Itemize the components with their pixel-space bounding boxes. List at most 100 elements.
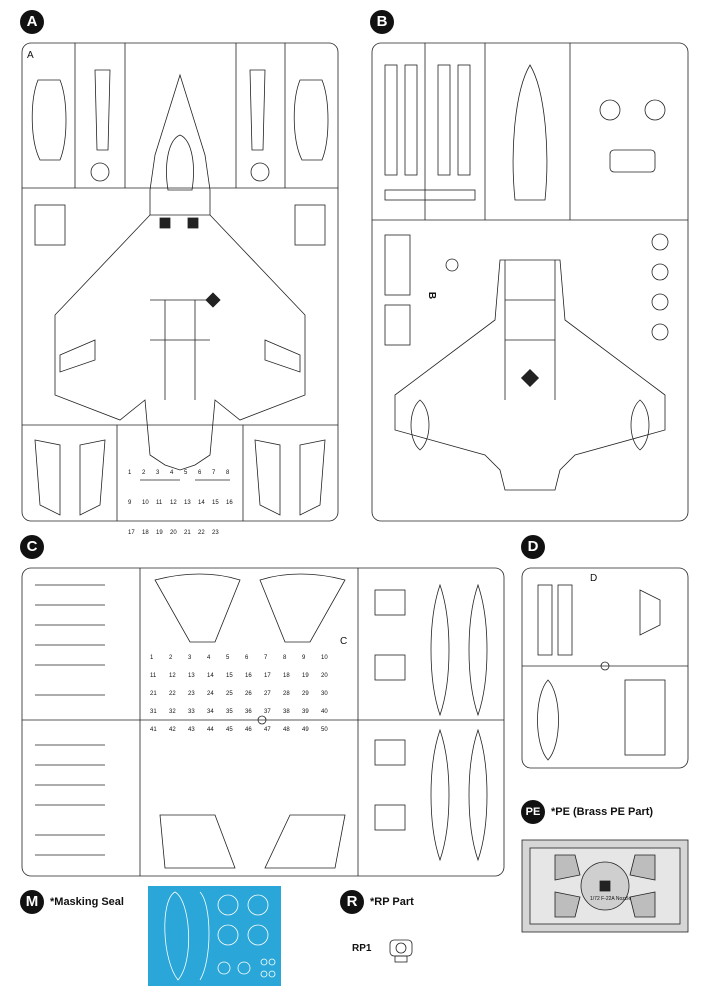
part-number-label: 5	[226, 655, 230, 661]
part-number-label: 17	[128, 530, 135, 536]
part-number-label: 14	[198, 500, 205, 506]
part-number-label: 13	[188, 673, 195, 679]
part-number-label: 10	[142, 500, 149, 506]
pe-caption: *PE (Brass PE Part)	[551, 806, 654, 818]
wing-tip-part	[159, 814, 236, 869]
bay-door-part	[384, 304, 411, 346]
part-number-label: 37	[264, 709, 271, 715]
part-number-label: 50	[321, 727, 328, 733]
diamond-marker	[205, 292, 221, 308]
part-number-label: 20	[321, 673, 328, 679]
pe-badge: PE	[521, 800, 545, 824]
part-number-label: 4	[207, 655, 211, 661]
wheel-part	[651, 233, 669, 251]
part-number-label: 17	[264, 673, 271, 679]
cockpit-tub-part	[609, 149, 656, 173]
part-number-label: 47	[264, 727, 271, 733]
ladder-part	[384, 189, 476, 201]
rp-caption: *RP Part	[370, 896, 414, 908]
canopy-frame-part	[166, 134, 194, 191]
intake-block-part	[159, 217, 171, 229]
part-number-label: 26	[245, 691, 252, 697]
part-number-label: 14	[207, 673, 214, 679]
tail-fin-part	[299, 439, 326, 516]
fan-face-part	[250, 162, 270, 182]
wheel-part	[445, 258, 459, 272]
part-number-label: 40	[321, 709, 328, 715]
intake-duct-part	[293, 79, 329, 161]
rp1-part	[389, 939, 413, 963]
rp-badge: R	[340, 890, 364, 914]
part-number-label: 29	[302, 691, 309, 697]
part-number-label: 23	[188, 691, 195, 697]
part-number-label: 35	[226, 709, 233, 715]
part-number-label: 15	[212, 500, 219, 506]
part-number-label: 15	[226, 673, 233, 679]
part-number-label: 27	[264, 691, 271, 697]
masking-sheet	[148, 886, 281, 986]
intake-duct-part	[31, 79, 67, 161]
pe-fret-label: 1/72 F-22A Nozzle	[590, 896, 632, 902]
part-number-label: 6	[198, 470, 202, 476]
missile-rack	[35, 584, 105, 856]
part-number-label: 9	[128, 500, 132, 506]
pylon-part	[249, 69, 266, 151]
part-number-label: 28	[283, 691, 290, 697]
part-number-label: 48	[283, 727, 290, 733]
sprue-c-badge: C	[20, 535, 44, 559]
hatch-part	[639, 589, 661, 636]
part-number-label: 18	[142, 530, 149, 536]
part-number-label: 46	[245, 727, 252, 733]
sprue-d-frame-tag: D	[590, 573, 598, 584]
part-number-label: 22	[169, 691, 176, 697]
pylon-part	[374, 589, 406, 616]
upper-fuselage-part	[54, 73, 306, 471]
part-number-label: 8	[226, 470, 230, 476]
part-number-label: 2	[142, 470, 146, 476]
part-number-label: 49	[302, 727, 309, 733]
wheel-part	[651, 323, 669, 341]
part-number-label: 36	[245, 709, 252, 715]
sprue-a-badge: A	[20, 10, 44, 34]
tail-fin-part	[254, 439, 281, 516]
rail-part	[537, 584, 553, 656]
part-number-label: 13	[184, 500, 191, 506]
part-number-label: 31	[150, 709, 157, 715]
sprue-b	[371, 42, 689, 522]
sprue-a-frame-tag: A	[27, 50, 34, 61]
part-number-label: 24	[207, 691, 214, 697]
fuel-tank-part	[630, 399, 650, 451]
part-number-label: 33	[188, 709, 195, 715]
fuel-tank-part	[410, 399, 430, 451]
tail-fin-part	[79, 439, 106, 516]
part-number-label: 8	[283, 655, 287, 661]
sprue-a	[21, 42, 339, 522]
pylon-part	[374, 739, 406, 766]
canopy-part	[537, 679, 559, 761]
part-number-label: 41	[150, 727, 157, 733]
wing-tip-part	[264, 814, 346, 869]
part-number-label: 2	[169, 655, 173, 661]
drop-tank-part	[468, 583, 488, 717]
part-number-label: 3	[188, 655, 192, 661]
part-number-label: 43	[188, 727, 195, 733]
part-number-label: 20	[170, 530, 177, 536]
exhaust-part	[599, 99, 621, 121]
weapon-bay-door-part	[59, 339, 96, 373]
part-number-label: 11	[150, 673, 157, 679]
part-number-label: 7	[264, 655, 268, 661]
part-number-label: 1	[150, 655, 154, 661]
pylon-part	[374, 654, 406, 681]
part-number-label: 19	[156, 530, 163, 536]
strake-part	[437, 64, 451, 176]
part-number-label: 44	[207, 727, 214, 733]
pylon-part	[94, 69, 111, 151]
intake-block-part	[187, 217, 199, 229]
fan-face-part	[90, 162, 110, 182]
part-number-label: 42	[169, 727, 176, 733]
bay-door-part	[384, 234, 411, 296]
diamond-marker	[520, 368, 540, 388]
drop-tank-part	[468, 728, 488, 862]
part-number-label: 30	[321, 691, 328, 697]
